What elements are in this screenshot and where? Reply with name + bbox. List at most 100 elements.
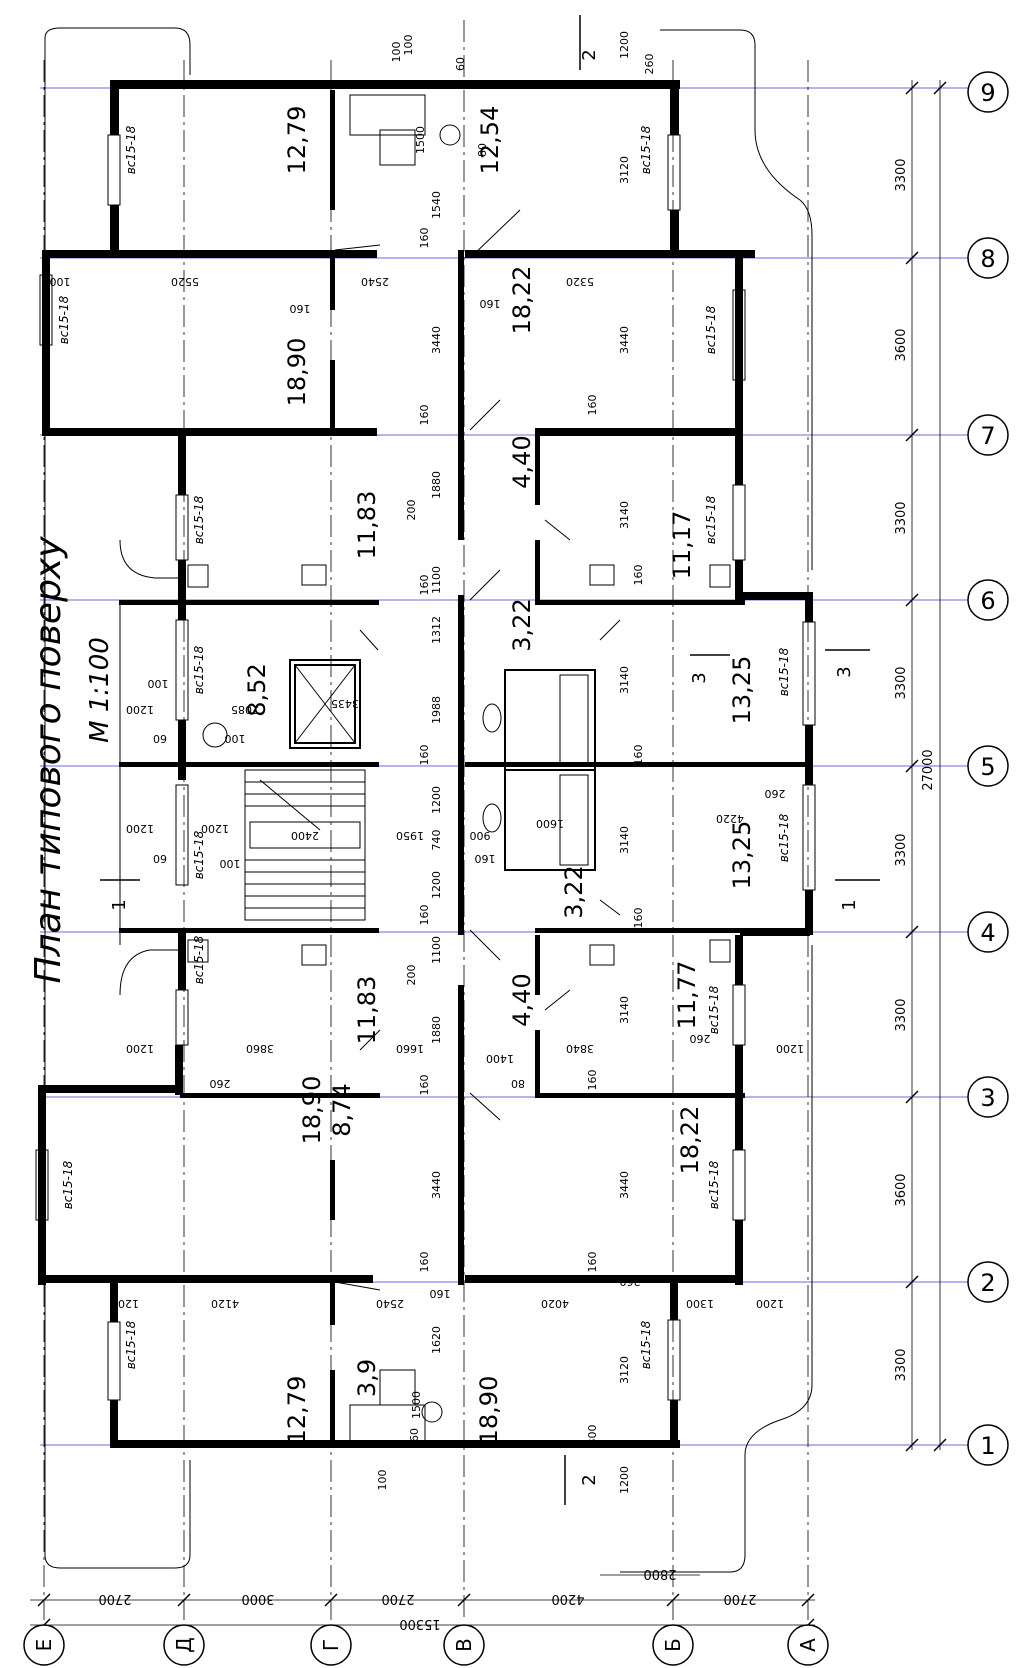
- svg-text:8: 8: [980, 245, 995, 273]
- axis-marker-7: 7: [967, 414, 1009, 456]
- dim: 1950: [396, 829, 424, 842]
- right-dimension-chain: [905, 80, 947, 1452]
- axis-marker-Б: Б: [652, 1624, 694, 1666]
- svg-text:Е: Е: [32, 1639, 56, 1652]
- dim: 2540: [376, 1297, 404, 1310]
- span-7-6: 3300: [894, 501, 909, 534]
- window-mark: вс15-18: [124, 1320, 138, 1369]
- dim: 160: [418, 745, 431, 766]
- span-4-3: 3300: [894, 998, 909, 1031]
- dim: 4020: [541, 1297, 569, 1310]
- svg-text:6: 6: [980, 587, 995, 615]
- dim: 1620: [430, 1326, 443, 1354]
- dim: 1300: [686, 1297, 714, 1310]
- dim: 3440: [430, 326, 443, 354]
- dim: 1200: [430, 871, 443, 899]
- axis-marker-Е: Е: [23, 1624, 65, 1666]
- dim: 1600: [536, 817, 564, 830]
- room-area: 3,9: [353, 1359, 381, 1397]
- window-mark: вс15-18: [192, 495, 206, 544]
- axis-marker-В: В: [443, 1624, 485, 1666]
- window-mark: вс15-18: [57, 295, 71, 344]
- dim: 1100: [430, 566, 443, 594]
- room-area: 11,17: [668, 511, 696, 580]
- dim: 80: [511, 1077, 525, 1090]
- dim: 160: [418, 405, 431, 426]
- window-openings: [35, 134, 816, 1401]
- axis-marker-6: 6: [967, 579, 1009, 621]
- room-area: 12,79: [283, 1376, 311, 1445]
- dim: 3140: [618, 501, 631, 529]
- room-area: 18,90: [283, 338, 311, 407]
- dim: 100: [390, 42, 403, 63]
- room-area: 12,79: [283, 106, 311, 175]
- dim: 160: [480, 297, 501, 310]
- section-label: 1: [839, 899, 860, 910]
- dim: 300: [586, 1425, 599, 1446]
- dim: 2400: [291, 829, 319, 842]
- dim: 1500: [414, 126, 427, 154]
- section-label: 3: [689, 672, 710, 683]
- dim: 160: [586, 1070, 599, 1091]
- overall-dimension: 27000: [921, 749, 936, 790]
- dim: 1200: [430, 786, 443, 814]
- dim: 100: [402, 35, 415, 56]
- dim: 260: [765, 787, 786, 800]
- window-mark: вс15-18: [777, 647, 791, 696]
- svg-text:2: 2: [980, 1269, 995, 1297]
- dim: 160: [295, 1272, 316, 1285]
- axis-marker-9: 9: [967, 71, 1009, 113]
- dim: 1660: [396, 1042, 424, 1055]
- dim: 1200: [111, 1297, 139, 1310]
- plan-title: План типового поверху: [28, 536, 69, 984]
- section-label: 3: [834, 666, 855, 677]
- span-В-Б: 4200: [551, 1591, 584, 1606]
- dim: 60: [454, 57, 467, 71]
- dim: 3435: [331, 697, 359, 710]
- bottom-extra-dim: 2800: [643, 1566, 676, 1581]
- dim: 100: [220, 857, 241, 870]
- room-area: 8,74: [328, 1083, 356, 1136]
- axis-marker-Д: Д: [163, 1624, 205, 1666]
- window-mark: вс15-18: [192, 935, 206, 984]
- stair-treads: [245, 779, 365, 909]
- dim: 1880: [430, 1016, 443, 1044]
- dim: 1200: [201, 822, 229, 835]
- window-mark: вс15-18: [704, 495, 718, 544]
- dim: 160: [586, 1252, 599, 1273]
- dim: 60: [153, 852, 167, 865]
- overall-dimension-letters: 15300: [399, 1616, 440, 1631]
- svg-text:А: А: [796, 1638, 820, 1652]
- dim: 1200: [126, 822, 154, 835]
- room-area: 11,83: [353, 491, 381, 560]
- dim: 3860: [246, 1042, 274, 1055]
- svg-text:4: 4: [980, 919, 995, 947]
- section-label: 2: [579, 1474, 600, 1485]
- axis-marker-2: 2: [967, 1261, 1009, 1303]
- room-area: 11,83: [353, 976, 381, 1045]
- dim: 4220: [716, 812, 744, 825]
- room-area: 13,25: [728, 821, 756, 890]
- dim: 260: [690, 1032, 711, 1045]
- dim: 2085: [231, 703, 259, 716]
- room-area: 13,25: [728, 656, 756, 725]
- dim: 160: [418, 228, 431, 249]
- dim: 1200: [776, 1042, 804, 1055]
- window-mark: вс15-18: [192, 645, 206, 694]
- svg-text:7: 7: [980, 422, 995, 450]
- span-Б-А: 2700: [723, 1591, 756, 1606]
- dim: 60: [153, 732, 167, 745]
- dim: 100: [50, 275, 71, 288]
- dim: 160: [430, 1287, 451, 1300]
- dim: 100: [225, 732, 246, 745]
- svg-text:5: 5: [980, 753, 995, 781]
- room-area: 18,22: [508, 266, 536, 335]
- dim: 5320: [566, 275, 594, 288]
- dim: 160: [418, 905, 431, 926]
- room-area: 18,90: [475, 1376, 503, 1445]
- window-mark: вс15-18: [192, 830, 206, 879]
- section-marks: [100, 15, 880, 1505]
- dim: 1988: [430, 696, 443, 724]
